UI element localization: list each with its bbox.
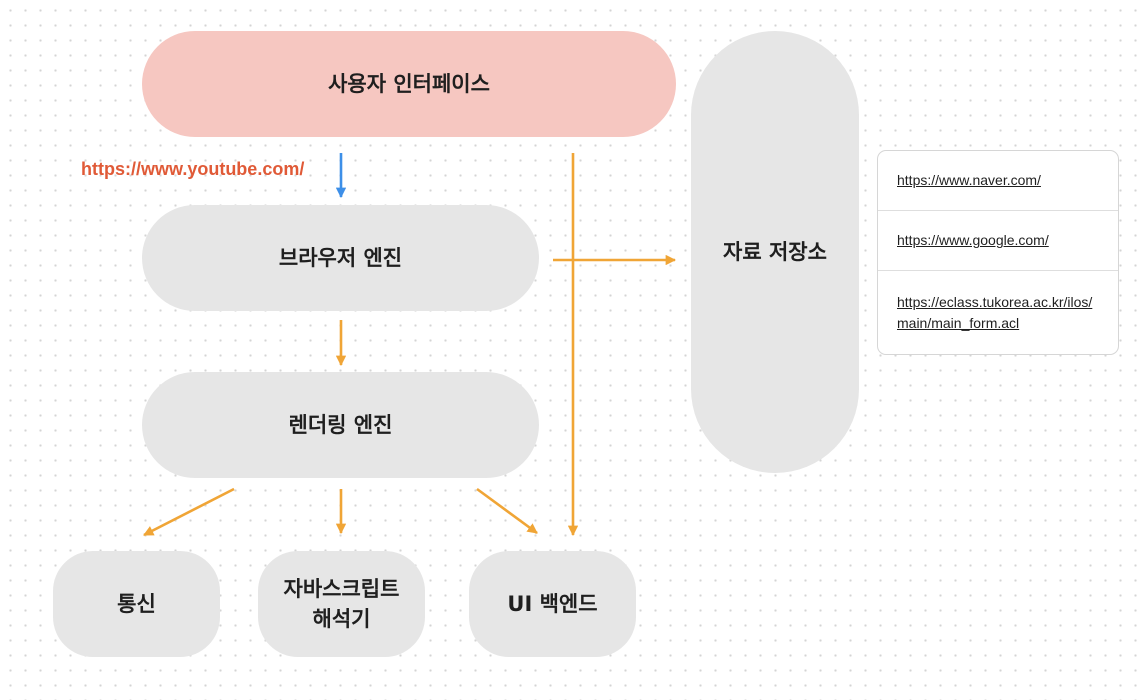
networking-label: 통신: [117, 591, 156, 616]
stored-url-link[interactable]: https://www.naver.com/: [897, 172, 1041, 189]
js-interpreter-node: 자바스크립트 해석기: [258, 551, 425, 657]
arrow-render-to-uibackend: [476, 487, 538, 535]
ui-backend-node: UI 백엔드: [469, 551, 636, 657]
data-storage-node: 자료 저장소: [691, 31, 859, 473]
ui-backend-label: UI 백엔드: [507, 591, 598, 616]
networking-node: 통신: [53, 551, 220, 657]
stored-url-link[interactable]: https://eclass.tukorea.ac.kr/ilos/main/m…: [897, 294, 1093, 331]
data-storage-label: 자료 저장소: [723, 239, 827, 264]
js-interpreter-label-line1: 자바스크립트: [283, 576, 400, 601]
user-interface-label: 사용자 인터페이스: [328, 71, 490, 96]
js-interpreter-label-line2: 해석기: [312, 607, 371, 631]
arrow-render-to-network: [143, 487, 235, 537]
rendering-engine-node: 렌더링 엔진: [142, 372, 539, 478]
stored-url-item[interactable]: https://www.naver.com/: [878, 151, 1118, 211]
stored-url-list: https://www.naver.com/ https://www.googl…: [877, 150, 1119, 355]
stored-url-item[interactable]: https://www.google.com/: [878, 211, 1118, 271]
stored-url-link[interactable]: https://www.google.com/: [897, 232, 1049, 249]
stored-url-item[interactable]: https://eclass.tukorea.ac.kr/ilos/main/m…: [878, 271, 1118, 354]
user-interface-node: 사용자 인터페이스: [142, 31, 676, 137]
browser-engine-node: 브라우저 엔진: [142, 205, 539, 311]
browser-engine-label: 브라우저 엔진: [278, 245, 403, 270]
request-url-label: https://www.youtube.com/: [81, 159, 305, 179]
rendering-engine-label: 렌더링 엔진: [288, 412, 393, 437]
